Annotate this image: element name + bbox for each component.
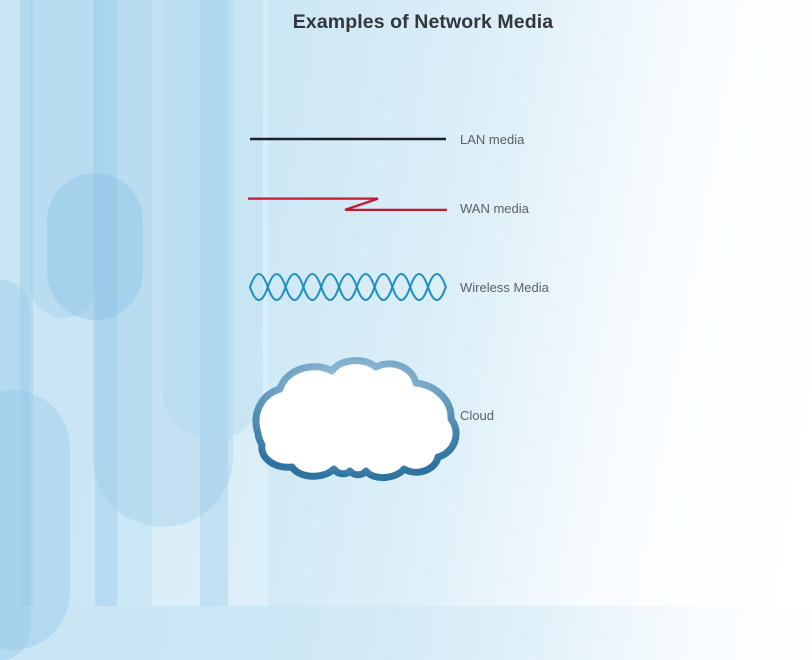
wan-media-zigzag-icon <box>248 197 447 212</box>
page-title: Examples of Network Media <box>292 11 554 33</box>
wan-media-label: WAN media <box>460 201 529 216</box>
background-capsule <box>47 173 143 320</box>
background-stripe <box>20 0 33 606</box>
background-capsule <box>93 0 233 527</box>
wireless-media-label: Wireless Media <box>460 280 549 295</box>
cloud-label: Cloud <box>460 408 494 423</box>
background-capsule <box>0 390 70 650</box>
background-stripe <box>95 0 117 606</box>
background-stripe <box>228 0 268 606</box>
cloud-icon <box>252 357 460 481</box>
background-capsule <box>163 0 263 440</box>
background-decor <box>0 0 268 660</box>
background-capsule <box>30 0 97 318</box>
background-stripe <box>200 0 228 606</box>
lan-media-line-icon <box>250 137 446 141</box>
wireless-media-wave-icon <box>248 272 447 302</box>
background-stripe <box>152 0 200 606</box>
background-capsule <box>0 280 30 660</box>
lan-media-label: LAN media <box>460 132 525 147</box>
